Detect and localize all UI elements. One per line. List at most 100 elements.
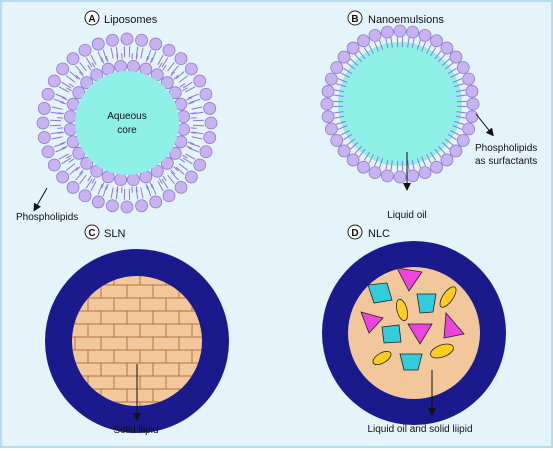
phospholipid-head bbox=[136, 34, 148, 46]
phospholipid-head bbox=[175, 181, 187, 193]
panel-d-badge: D bbox=[348, 225, 362, 239]
phospholipid-tail bbox=[162, 179, 168, 188]
phospholipid-tail bbox=[176, 167, 184, 174]
phospholipid-head bbox=[115, 174, 127, 186]
surfactant-head bbox=[407, 170, 419, 182]
phospholipid-head bbox=[127, 60, 139, 72]
surfactant-head bbox=[331, 62, 343, 74]
phospholipid-head bbox=[121, 201, 133, 213]
phospholipid-head bbox=[185, 171, 197, 183]
surfactant-head bbox=[463, 73, 475, 85]
phospholipid-tail bbox=[111, 48, 113, 59]
surfactant-head bbox=[466, 111, 478, 123]
surfactant-head bbox=[441, 154, 453, 166]
phospholipid-tail bbox=[62, 158, 71, 164]
phospholipid-head bbox=[200, 88, 212, 100]
phospholipid-tail bbox=[103, 50, 106, 60]
phospholipid-tail bbox=[98, 184, 102, 194]
phospholipid-tail bbox=[168, 175, 175, 184]
phospholipid-tail bbox=[183, 158, 192, 164]
surfactant-head bbox=[431, 35, 443, 47]
surfactant-head bbox=[321, 98, 333, 110]
phospholipid-head bbox=[48, 75, 60, 87]
phospholipid-tail bbox=[183, 82, 192, 88]
phospholipid-head bbox=[150, 38, 162, 50]
phospholipid-head bbox=[200, 146, 212, 158]
aqueous-core bbox=[75, 71, 179, 175]
phospholipid-head bbox=[163, 190, 175, 202]
surfactant-head bbox=[369, 29, 381, 41]
phospholipid-head bbox=[204, 102, 216, 114]
phospholipid-tail bbox=[91, 181, 96, 191]
phospholipid-tail bbox=[80, 62, 87, 71]
surfactant-head bbox=[331, 135, 343, 147]
surfactant-head bbox=[325, 73, 337, 85]
phospholipid-tail bbox=[54, 143, 64, 146]
phospholipid-tail bbox=[147, 50, 150, 60]
phospholipid-tail bbox=[147, 186, 150, 196]
svg-text:C: C bbox=[88, 228, 95, 239]
svg-text:D: D bbox=[351, 228, 358, 239]
phospholipid-tail bbox=[111, 188, 113, 199]
surfactant-head bbox=[381, 170, 393, 182]
phospholipid-tail bbox=[86, 179, 92, 188]
surfactant-head bbox=[394, 171, 406, 183]
phospholipid-head bbox=[194, 75, 206, 87]
phospholipid-head bbox=[42, 146, 54, 158]
phospholipid-tail bbox=[69, 84, 74, 87]
surfactant-head bbox=[431, 161, 443, 173]
phospholipid-head bbox=[194, 159, 206, 171]
phospholipid-head bbox=[57, 63, 69, 75]
surfactant-head bbox=[322, 85, 334, 97]
phospholipid-tail bbox=[158, 181, 163, 191]
phospholipid-tail bbox=[171, 172, 178, 180]
solid-lipid-crystal bbox=[417, 294, 436, 313]
panel-c-badge: C bbox=[85, 225, 99, 239]
phospholipid-tail bbox=[182, 88, 187, 91]
phospholipid-head bbox=[175, 53, 187, 65]
panel-d-nlc: D NLC Liquid oil and solid liipid bbox=[322, 225, 506, 435]
phospholipid-head bbox=[48, 159, 60, 171]
phospholipid-tail bbox=[179, 76, 188, 83]
phospholipid-head bbox=[37, 117, 49, 129]
surfactant-head bbox=[463, 123, 475, 135]
aqueous-core-label-line2: core bbox=[117, 125, 137, 136]
phospholipid-tail bbox=[75, 66, 82, 74]
phospholipid-tail bbox=[190, 99, 200, 102]
surfactant-head bbox=[419, 167, 431, 179]
svg-text:A: A bbox=[88, 14, 95, 25]
surfactant-head bbox=[466, 85, 478, 97]
phospholipid-head bbox=[163, 44, 175, 56]
solid-lipid-crystal bbox=[382, 325, 401, 343]
phospholipid-tail bbox=[159, 178, 162, 183]
phospholipid-head bbox=[67, 181, 79, 193]
phospholipid-head bbox=[64, 123, 76, 135]
phospholipid-head bbox=[57, 171, 69, 183]
phospholipid-head bbox=[92, 196, 104, 208]
phospholipid-tail bbox=[91, 55, 96, 65]
surfactant-head bbox=[467, 98, 479, 110]
phospholipid-tail bbox=[163, 176, 166, 181]
phospholipid-tail bbox=[56, 148, 66, 152]
phospholipid-head bbox=[67, 53, 79, 65]
nlc-lipid-label: Liquid oil and solid liipid bbox=[367, 424, 472, 435]
surfactant-head bbox=[407, 26, 419, 38]
surfactant-head bbox=[394, 25, 406, 37]
phospholipid-tail bbox=[182, 155, 187, 158]
surfactant-head bbox=[450, 145, 462, 157]
phospholipid-head bbox=[42, 88, 54, 100]
surfactant-head bbox=[419, 29, 431, 41]
phospholipid-head bbox=[79, 190, 91, 202]
phospholipid-head bbox=[92, 38, 104, 50]
surfactant-pointer-arrow bbox=[476, 114, 492, 134]
phospholipid-tail bbox=[168, 62, 175, 71]
surfactant-head bbox=[358, 161, 370, 173]
phospholipid-head bbox=[38, 132, 50, 144]
surfactant-label-line1: Phospholipids bbox=[475, 143, 537, 154]
panel-b-nanoemulsion: B Nanoemulsions Phospholipids as surfact… bbox=[321, 11, 537, 221]
surfactant-head bbox=[325, 123, 337, 135]
phospholipid-tail bbox=[152, 184, 156, 194]
phospholipid-tail bbox=[176, 71, 184, 78]
panel-a-liposome: A Liposomes Aqueous core Phospholipids bbox=[16, 11, 217, 223]
panel-c-sln: C SLN Solid liipid bbox=[45, 225, 229, 436]
